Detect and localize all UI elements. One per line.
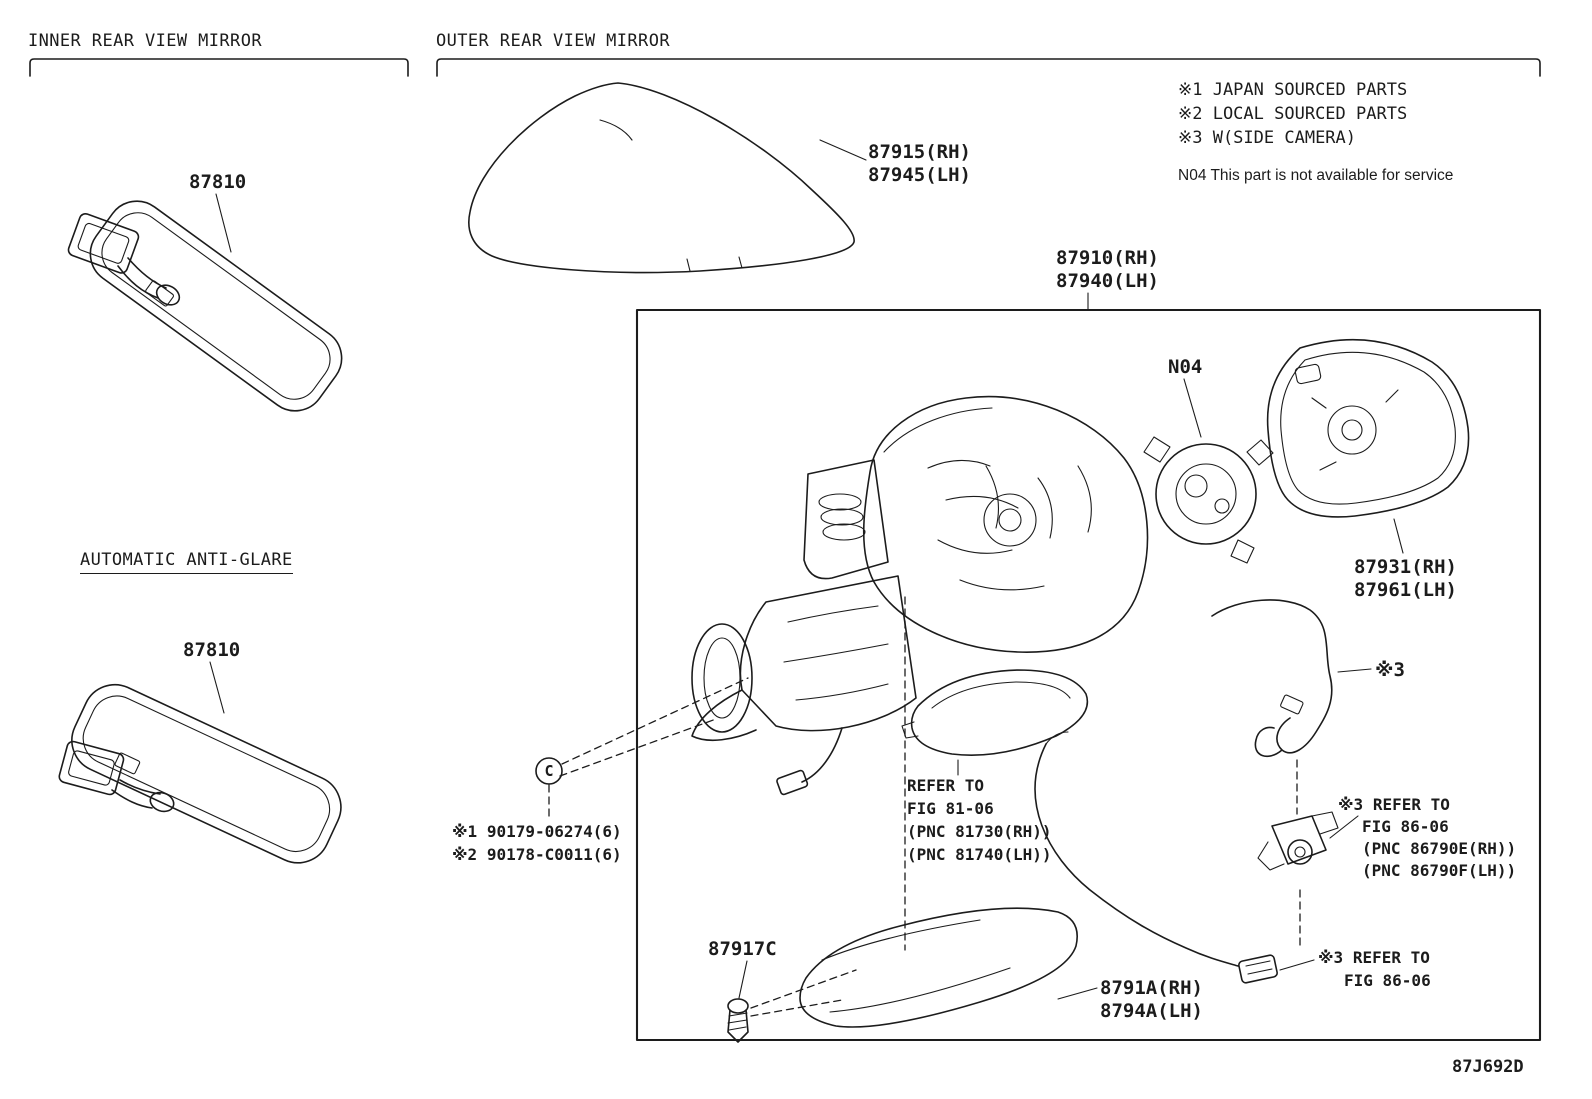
mirror-actuator-drawing bbox=[1143, 378, 1274, 564]
leader-n04 bbox=[1183, 378, 1202, 438]
callout-screw-note-2: ※2 90178-C0011(6) bbox=[452, 845, 622, 864]
camera-cable-drawing bbox=[1034, 731, 1315, 984]
callout-8794a-lh: 8794A(LH) bbox=[1100, 1000, 1203, 1022]
section-bracket-inner bbox=[29, 58, 409, 77]
refer-camera-line-3: (PNC 86790E(RH)) bbox=[1362, 839, 1517, 858]
callout-87910-rh: 87910(RH) bbox=[1056, 247, 1159, 269]
leader-harness bbox=[1337, 668, 1372, 673]
callout-87940-lh: 87940(LH) bbox=[1056, 270, 1159, 292]
refer-turnlamp-line-1: REFER TO bbox=[907, 776, 985, 795]
clip-symbol-c-label: C bbox=[544, 762, 554, 780]
antiglare-mirror-drawing bbox=[58, 661, 342, 864]
leader-glass bbox=[1393, 518, 1404, 554]
callout-87945-lh: 87945(LH) bbox=[868, 164, 971, 186]
leader-camera bbox=[1329, 815, 1359, 839]
refer-turnlamp-line-4: (PNC 81740(LH)) bbox=[907, 845, 1052, 864]
leader-lamp-label bbox=[1057, 987, 1098, 1000]
leader-cover bbox=[819, 139, 867, 161]
refer-connector-line-1: ※3 REFER TO bbox=[1318, 948, 1430, 967]
assembly-detail-box bbox=[635, 308, 1542, 1042]
refer-turnlamp-line-3: (PNC 81730(RH)) bbox=[907, 822, 1052, 841]
refer-connector-line-2: FIG 86-06 bbox=[1344, 971, 1431, 990]
side-camera-drawing bbox=[1257, 811, 1359, 947]
section-bracket-outer bbox=[436, 58, 1541, 77]
housing-pigtail-wire bbox=[801, 727, 843, 783]
callout-8791a-rh: 8791A(RH) bbox=[1100, 977, 1203, 999]
leader-87810-inner bbox=[215, 193, 232, 253]
callout-87915-rh: 87915(RH) bbox=[868, 141, 971, 163]
callout-star3-harness: ※3 bbox=[1375, 659, 1405, 681]
callout-87810-antiglare: 87810 bbox=[183, 639, 241, 661]
housing-connector bbox=[776, 769, 809, 796]
mirror-housing-drawing bbox=[691, 395, 1149, 796]
inner-mirror-drawing bbox=[67, 193, 343, 412]
section-title-antiglare: AUTOMATIC ANTI-GLARE bbox=[80, 550, 293, 574]
mirror-cover-drawing bbox=[468, 82, 867, 274]
turn-lamp-upper-drawing bbox=[901, 669, 1089, 776]
callout-87931-rh: 87931(RH) bbox=[1354, 556, 1457, 578]
camera-cable-connector bbox=[1238, 954, 1278, 984]
housing-mechanism-details bbox=[927, 459, 1092, 591]
retainer-screw-drawing bbox=[727, 960, 857, 1043]
note-n04-service: N04 This part is not available for servi… bbox=[1178, 167, 1454, 184]
clip-symbol-drawing bbox=[535, 677, 749, 819]
refer-camera-line-2: FIG 86-06 bbox=[1362, 817, 1449, 836]
housing-gasket-ring bbox=[691, 623, 753, 733]
leader-screw-label bbox=[738, 960, 748, 999]
leader-connector bbox=[1279, 959, 1315, 971]
turn-lamp-lower-drawing bbox=[799, 907, 1098, 1028]
camera-harness-drawing bbox=[1211, 599, 1372, 815]
callout-87961-lh: 87961(LH) bbox=[1354, 579, 1457, 601]
callout-87917c: 87917C bbox=[708, 938, 777, 960]
mirror-glass-drawing bbox=[1266, 338, 1470, 554]
diagram-code: 87J692D bbox=[1452, 1057, 1524, 1077]
note-local-sourced: ※2 LOCAL SOURCED PARTS bbox=[1178, 104, 1408, 124]
refer-turnlamp-line-2: FIG 81-06 bbox=[907, 799, 994, 818]
callout-screw-note-1: ※1 90179-06274(6) bbox=[452, 822, 622, 841]
section-title-inner: INNER REAR VIEW MIRROR bbox=[28, 31, 262, 51]
note-side-camera: ※3 W(SIDE CAMERA) bbox=[1178, 128, 1357, 148]
leader-87810-antiglare bbox=[209, 661, 225, 714]
callout-87810-inner: 87810 bbox=[189, 171, 247, 193]
refer-camera-line-4: (PNC 86790F(LH)) bbox=[1362, 861, 1517, 880]
callout-n04: N04 bbox=[1168, 356, 1203, 378]
refer-camera-line-1: ※3 REFER TO bbox=[1338, 795, 1450, 814]
section-title-outer: OUTER REAR VIEW MIRROR bbox=[436, 31, 670, 51]
note-japan-sourced: ※1 JAPAN SOURCED PARTS bbox=[1178, 80, 1408, 100]
